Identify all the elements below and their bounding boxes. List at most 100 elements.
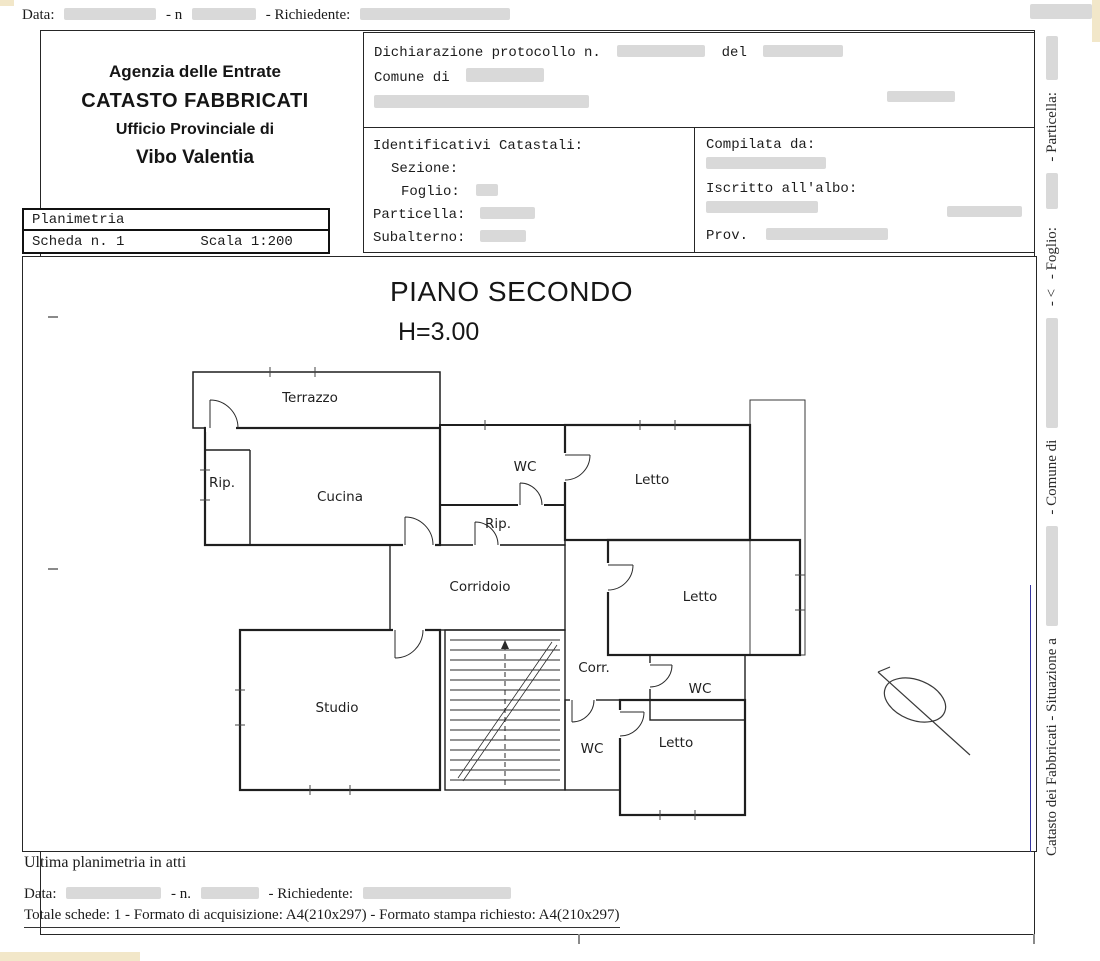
fold-mark	[48, 316, 58, 318]
scan-blue-line	[1030, 585, 1031, 852]
redacted-value	[479, 230, 526, 242]
redacted-value	[1046, 173, 1058, 210]
room-label-corr: Corr.	[578, 660, 610, 676]
north-line	[877, 666, 971, 756]
room-label-wc1: WC	[514, 459, 537, 475]
plan-floor-height: H=3.00	[398, 318, 480, 346]
identificativi-column: Identificativi Catastali: Sezione: Fogli…	[364, 128, 695, 252]
room-label-wc3: WC	[581, 741, 604, 757]
redacted-value	[64, 8, 157, 20]
totale-schede-line: Totale schede: 1 - Formato di acquisizio…	[24, 907, 620, 928]
room-labels: Terrazzo Rip. Cucina WC Letto Rip. Corri…	[209, 390, 717, 757]
side-text-caret: - <	[1044, 288, 1060, 307]
side-text-foglio: - Foglio:	[1044, 227, 1060, 280]
fold-mark	[578, 934, 580, 944]
scan-edge-artifact	[0, 0, 14, 6]
planimetria-title: Planimetria	[24, 210, 328, 231]
redacted-value	[479, 207, 535, 219]
room-label-letto1: Letto	[635, 472, 669, 488]
studio-walls	[238, 628, 442, 792]
scan-edge-artifact	[0, 952, 140, 961]
declaration-protocol-section: Dichiarazione protocollo n. del Comune d…	[364, 33, 1034, 128]
room-label-terrazzo: Terrazzo	[281, 390, 338, 406]
redacted-value	[617, 45, 706, 57]
side-text-particella: - Particella:	[1044, 92, 1060, 162]
room-label-letto2: Letto	[683, 589, 717, 605]
foglio-line: Foglio:	[373, 181, 685, 204]
staircase	[450, 639, 560, 785]
comune-line: Comune di	[374, 66, 1024, 91]
room-label-rip1: Rip.	[209, 475, 235, 491]
redacted-value	[887, 91, 955, 102]
declaration-detail-section: Identificativi Catastali: Sezione: Fogli…	[364, 128, 1034, 252]
redacted-value	[947, 206, 1022, 217]
protocol-line: Dichiarazione protocollo n. del	[374, 41, 1024, 66]
redacted-value	[66, 887, 162, 899]
plan-sheet-border	[22, 256, 1037, 852]
agency-line1: Agenzia delle Entrate	[109, 62, 281, 81]
ultima-planimetria-note: Ultima planimetria in atti	[24, 854, 187, 871]
data-label: Data:	[24, 886, 57, 902]
planimetria-box: Planimetria Scheda n. 1 Scala 1:200	[22, 208, 330, 254]
footer-data-line: Data: - n. - Richiedente:	[24, 886, 517, 903]
window-marks	[200, 367, 805, 820]
prov-label: Prov.	[706, 228, 749, 244]
compilata-column: Compilata da: Iscritto all'albo: Prov.	[695, 128, 1034, 252]
redacted-value	[374, 95, 589, 108]
room-label-letto3: Letto	[659, 735, 693, 751]
door-swings	[209, 399, 673, 737]
agency-header: Agenzia delle Entrate CATASTO FABBRICATI…	[60, 62, 330, 169]
stair-direction-arrow	[501, 640, 509, 649]
agency-line4: Vibo Valentia	[136, 147, 254, 168]
redacted-value	[1046, 36, 1058, 81]
data-label: Data:	[22, 7, 55, 23]
prov-line: Prov.	[706, 226, 1023, 246]
fold-mark	[1033, 934, 1035, 944]
rip1-walls	[205, 449, 251, 545]
letto3-walls	[618, 698, 747, 817]
sezione-label: Sezione:	[391, 161, 459, 177]
plan-title: PIANO SECONDO	[390, 276, 633, 307]
particella-label: Particella:	[373, 207, 466, 223]
subalterno-line: Subalterno:	[373, 227, 685, 250]
redacted-value	[362, 887, 511, 899]
room-label-corridoio: Corridoio	[449, 579, 510, 595]
n-label: - n.	[170, 886, 191, 902]
balcony-outline	[749, 399, 806, 656]
redacted-value	[466, 68, 545, 82]
redacted-value	[1046, 317, 1058, 428]
declaration-box: Dichiarazione protocollo n. del Comune d…	[363, 32, 1035, 253]
scala-label: Scala 1:200	[200, 234, 293, 250]
redacted-value	[360, 8, 511, 20]
room-label-rip2: Rip.	[485, 516, 511, 532]
identificativi-title: Identificativi Catastali:	[373, 138, 584, 154]
door-openings	[206, 424, 654, 738]
scan-edge-artifact	[1092, 0, 1100, 42]
agency-line3: Ufficio Provinciale di	[115, 121, 275, 138]
side-vertical-text: Catasto dei Fabbricati - Situazione a - …	[1044, 28, 1061, 856]
redacted-value	[476, 184, 499, 196]
comune-label: Comune di	[374, 70, 450, 86]
top-data-line: Data: - n - Richiedente:	[22, 7, 516, 24]
fold-mark	[48, 568, 58, 570]
redacted-value	[766, 228, 889, 240]
redacted-value	[763, 45, 844, 57]
redacted-value	[706, 157, 826, 169]
scheda-row: Scheda n. 1 Scala 1:200	[24, 231, 328, 252]
scheda-label: Scheda n. 1	[32, 234, 125, 250]
floor-plan-drawing: Terrazzo Rip. Cucina WC Letto Rip. Corri…	[192, 367, 971, 820]
subalterno-label: Subalterno:	[373, 230, 466, 246]
agency-line2: CATASTO FABBRICATI	[81, 90, 309, 112]
compilata-label: Compilata da:	[706, 137, 816, 153]
room-label-studio: Studio	[316, 700, 359, 716]
north-indicator	[877, 666, 971, 756]
redacted-value	[200, 887, 259, 899]
richiedente-label: - Richiedente:	[268, 886, 354, 902]
particella-line: Particella:	[373, 204, 685, 227]
redacted-value	[1030, 4, 1092, 19]
room-label-cucina: Cucina	[317, 489, 363, 505]
redacted-value	[1046, 526, 1058, 627]
side-text-catasto: Catasto dei Fabbricati - Situazione a	[1044, 638, 1060, 856]
side-text-comune: - Comune di	[1044, 439, 1060, 515]
redacted-value	[706, 201, 818, 213]
